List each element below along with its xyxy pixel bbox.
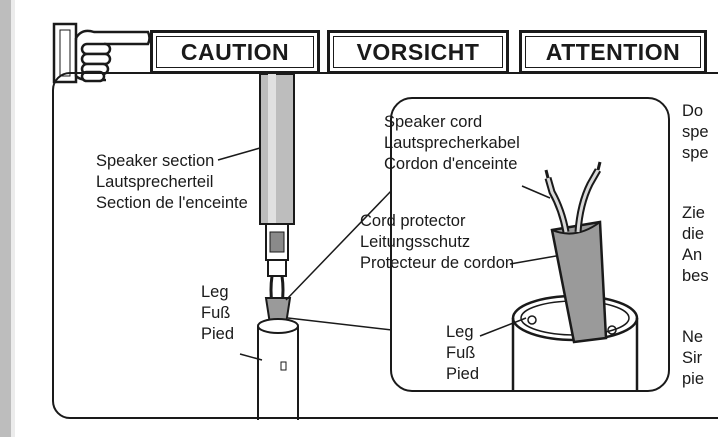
- inset-leg-label: Leg Fuß Pied: [446, 323, 480, 383]
- speaker-cord-label: Speaker cord Lautsprecherkabel Cordon d'…: [384, 113, 520, 173]
- page-side-bar: [0, 0, 11, 437]
- attention-badge: ATTENTION: [519, 30, 707, 74]
- side-text-block-1: Do spe spe: [682, 102, 709, 162]
- caution-panel: [52, 72, 718, 419]
- pointing-hand-icon: [52, 22, 151, 84]
- cord-protector-label: Cord protector Leitungsschutz Protecteur…: [360, 212, 515, 272]
- speaker-section-label: Speaker section Lautsprecherteil Section…: [96, 152, 248, 212]
- vorsicht-badge: VORSICHT: [327, 30, 509, 74]
- caution-badge: CAUTION: [150, 30, 320, 74]
- side-text-block-2: Zie die An bes: [682, 204, 709, 285]
- leg-label: Leg Fuß Pied: [201, 283, 235, 343]
- page-edge: [11, 0, 15, 437]
- side-text-block-3: Ne Sir pie: [682, 328, 705, 388]
- cord-detail-inset: [390, 97, 670, 392]
